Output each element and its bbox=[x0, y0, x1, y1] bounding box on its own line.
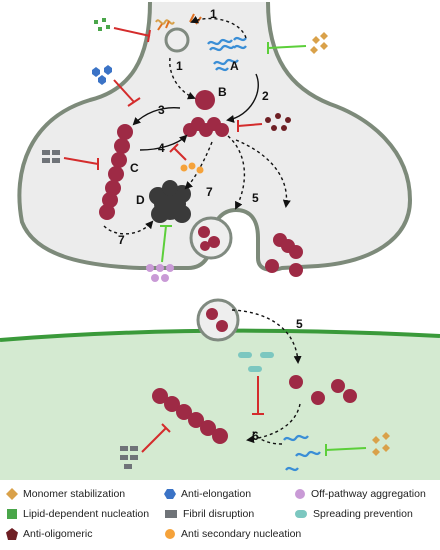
legend-label: Anti-elongation bbox=[181, 488, 252, 500]
off-pathway-aggregation-icon bbox=[146, 225, 174, 282]
legend-item-lipid-dependent-nucleation: Lipid-dependent nucleation bbox=[6, 508, 149, 520]
step-1a: 1 bbox=[210, 7, 217, 21]
legend-item-fibril-disruption: Fibril disruption bbox=[164, 508, 254, 520]
anti-secondary-nucleation-icon bbox=[169, 143, 204, 174]
legend-label: Off-pathway aggregation bbox=[311, 488, 426, 500]
step-6: 6 bbox=[252, 429, 259, 443]
legend-item-anti-elongation: Anti-elongation bbox=[164, 488, 251, 500]
label-D: D bbox=[136, 193, 145, 207]
inhibitors bbox=[42, 18, 390, 469]
square-icon bbox=[7, 509, 17, 519]
fibril-disruption-icon bbox=[42, 150, 99, 170]
postsynaptic-membrane bbox=[0, 328, 440, 342]
step-5a: 5 bbox=[252, 191, 259, 205]
hexagon-icon bbox=[164, 489, 176, 499]
oligomer-B bbox=[183, 90, 229, 137]
rounded-rect-icon bbox=[295, 510, 307, 518]
lipid-membrane-fragment bbox=[155, 19, 175, 25]
postsynaptic-monomer-stabilization-icon bbox=[325, 432, 390, 456]
monomer-stabilization-icon bbox=[267, 32, 328, 54]
anti-elongation-icon bbox=[92, 65, 141, 107]
synaptic-vesicle-top bbox=[164, 27, 190, 53]
step-3: 3 bbox=[158, 103, 165, 117]
postsynaptic-neuron bbox=[0, 330, 440, 480]
legend-item-anti-oligomeric: Anti-oligomeric bbox=[6, 528, 92, 540]
step-7a: 7 bbox=[206, 185, 213, 199]
postsynaptic-fibril-disruption-icon bbox=[120, 423, 171, 469]
released-fibril bbox=[265, 233, 303, 277]
legend-label: Spreading prevention bbox=[313, 508, 413, 520]
secreted-vesicle bbox=[196, 298, 240, 342]
monomer-A bbox=[207, 36, 247, 72]
label-B: B bbox=[218, 85, 227, 99]
lipid-dependent-nucleation-icon bbox=[94, 18, 151, 43]
aggregate-D bbox=[149, 180, 191, 223]
label-C: C bbox=[130, 161, 139, 175]
spreading-prevention-icon bbox=[252, 376, 264, 415]
step-7b: 7 bbox=[118, 233, 125, 247]
fibril-C bbox=[99, 124, 133, 220]
legend-item-anti-secondary-nucleation: Anti secondary nucleation bbox=[164, 528, 301, 540]
legend-label: Lipid-dependent nucleation bbox=[23, 508, 150, 520]
label-A: A bbox=[230, 59, 239, 73]
step-1b: 1 bbox=[176, 59, 183, 73]
step-5b: 5 bbox=[296, 317, 303, 331]
legend-label: Anti secondary nucleation bbox=[181, 528, 302, 540]
legend-item-off-pathway-aggregation: Off-pathway aggregation bbox=[294, 488, 426, 500]
legend-label: Monomer stabilization bbox=[23, 488, 126, 500]
pathway-arrows bbox=[103, 15, 302, 445]
step-4: 4 bbox=[158, 141, 165, 155]
step-2: 2 bbox=[262, 89, 269, 103]
postsynaptic-fibril bbox=[152, 388, 228, 444]
legend-item-monomer-stabilization: Monomer stabilization bbox=[6, 488, 125, 500]
rectangle-icon bbox=[165, 510, 177, 518]
legend: Monomer stabilization Anti-elongation Of… bbox=[0, 486, 440, 550]
receptor bbox=[238, 352, 274, 372]
anti-oligomeric-icon bbox=[237, 113, 291, 132]
circle-icon bbox=[165, 529, 175, 539]
pentagon-icon bbox=[6, 528, 18, 540]
internalized-aggregates bbox=[289, 375, 357, 405]
legend-label: Fibril disruption bbox=[183, 508, 255, 520]
diamond-icon bbox=[6, 488, 18, 500]
circle-icon bbox=[295, 489, 305, 499]
postsynaptic-monomers bbox=[283, 434, 321, 472]
legend-label: Anti-oligomeric bbox=[23, 528, 93, 540]
legend-item-spreading-prevention: Spreading prevention bbox=[294, 508, 413, 520]
